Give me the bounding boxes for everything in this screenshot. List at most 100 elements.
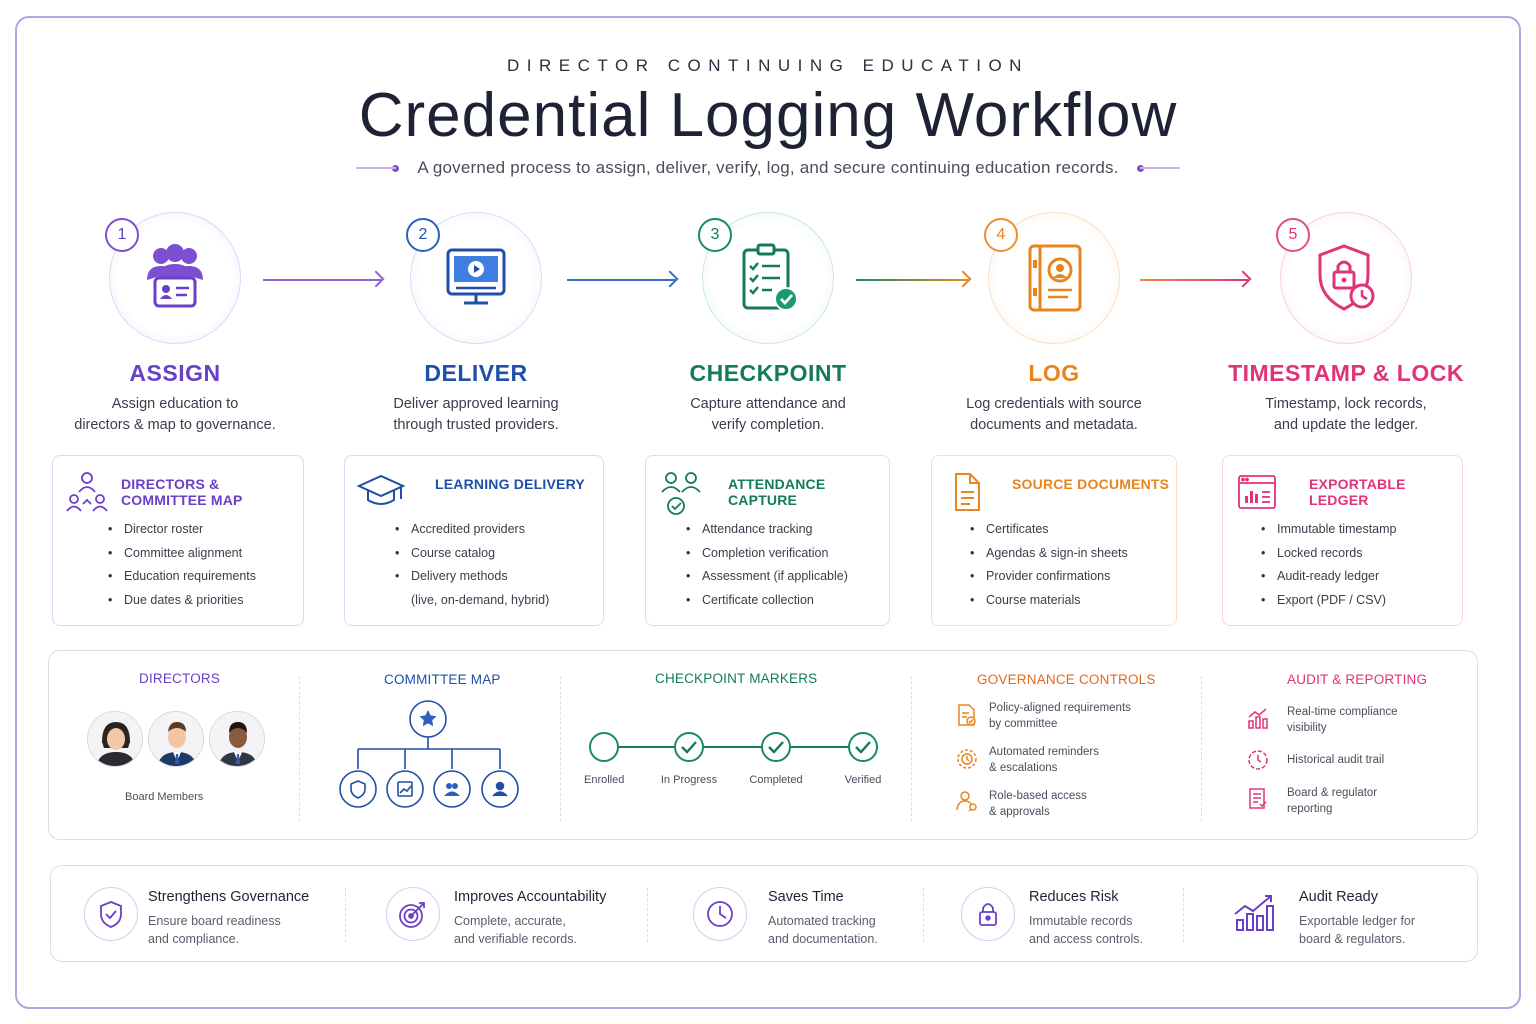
desc-line: Log credentials with source	[966, 396, 1142, 412]
step-title: ASSIGN	[129, 360, 221, 386]
list-item: Attendance tracking	[686, 518, 848, 542]
benefit-title: Saves Time	[768, 889, 844, 905]
desc-line: directors & map to governance.	[74, 417, 276, 433]
page-subtitle: A governed process to assign, deliver, v…	[417, 158, 1119, 177]
list-item: (live, on-demand, hybrid)	[411, 593, 550, 608]
benefit-title: Audit Ready	[1299, 889, 1378, 905]
desc-line: verify completion.	[711, 417, 825, 433]
list-item: Assessment (if applicable)	[686, 565, 848, 589]
section-divider	[1201, 676, 1202, 821]
desc-line: Assign education to	[111, 396, 239, 412]
benefit-description: Complete, accurate, and verifiable record…	[454, 912, 577, 948]
list-item: Immutable timestamp	[1261, 518, 1396, 542]
step-description: Timestamp, lock records, and update the l…	[1196, 394, 1496, 436]
card-title: EXPORTABLE LEDGER	[1309, 476, 1406, 508]
step-title: DELIVER	[424, 360, 528, 386]
card-list: Director roster Committee alignment Educ…	[108, 518, 256, 613]
step-number-badge: 5	[1276, 218, 1310, 252]
step-number-badge: 1	[105, 218, 139, 252]
attendance-people-check-icon	[658, 470, 702, 515]
desc-line: and access controls.	[1029, 932, 1143, 946]
list-item: Education requirements	[108, 565, 256, 589]
flow-arrow	[1140, 279, 1248, 281]
list-item: Committee alignment	[108, 542, 256, 566]
item-line: Role-based access	[989, 790, 1087, 802]
list-item: Certificates	[970, 518, 1128, 542]
checkpoint-label: Verified	[844, 774, 882, 786]
details-panel: DIRECTORS Board Members COMMITTEE MAP CH…	[48, 650, 1478, 840]
desc-line: Deliver approved learning	[393, 396, 559, 412]
card-source-documents: SOURCE DOCUMENTS Certificates Agendas & …	[931, 455, 1177, 626]
step-icon-ring	[988, 212, 1120, 344]
desc-line: and update the ledger.	[1273, 417, 1419, 433]
list-item: Delivery methods	[395, 565, 549, 589]
desc-line: Exportable ledger for	[1299, 914, 1416, 928]
step-description: Log credentials with source documents and…	[904, 394, 1204, 436]
clock-icon	[693, 887, 747, 941]
item-line: visibility	[1287, 722, 1327, 734]
item-line: Automated reminders	[989, 746, 1099, 758]
benefit-title: Reduces Risk	[1029, 889, 1119, 905]
desc-line: documents and metadata.	[970, 417, 1138, 433]
policy-document-icon	[958, 704, 976, 726]
eyebrow-heading: DIRECTOR CONTINUING EDUCATION	[507, 56, 1029, 75]
list-item: Director roster	[108, 518, 256, 542]
step-title: CHECKPOINT	[689, 360, 847, 386]
desc-line: and documentation.	[768, 932, 878, 946]
item-line: Historical audit trail	[1287, 754, 1385, 766]
desc-line: Automated tracking	[768, 914, 876, 928]
audit-item: Real-time compliance visibility	[1287, 704, 1398, 736]
director-avatar	[87, 711, 143, 767]
list-item: Provider confirmations	[970, 565, 1128, 589]
item-line: Board & regulator	[1287, 787, 1378, 799]
governance-item: Automated reminders & escalations	[989, 744, 1099, 776]
flow-arrow	[567, 279, 675, 281]
benefits-panel: Strengthens Governance Ensure board read…	[50, 865, 1478, 962]
section-title-directors: DIRECTORS	[139, 671, 221, 686]
benefit-divider	[345, 888, 346, 942]
item-line: & escalations	[989, 762, 1058, 774]
item-line: Real-time compliance	[1287, 706, 1398, 718]
user-key-icon	[956, 791, 977, 812]
graduation-cap-icon	[356, 470, 406, 510]
desc-line: and verifiable records.	[454, 932, 577, 946]
bar-chart-icon	[1248, 708, 1268, 729]
document-icon	[944, 470, 988, 511]
list-item: Course materials	[970, 589, 1128, 613]
checkpoint-label: Enrolled	[584, 774, 625, 786]
card-list: Certificates Agendas & sign-in sheets Pr…	[970, 518, 1128, 613]
reminder-gear-icon	[957, 749, 977, 769]
growth-chart-icon	[1231, 888, 1279, 941]
step-title: LOG	[1028, 360, 1080, 386]
item-line: Policy-aligned requirements	[989, 702, 1131, 714]
card-directors-committee-map: DIRECTORS & COMMITTEE MAP Director roste…	[52, 455, 304, 626]
team-id-card-icon	[117, 220, 233, 336]
id-binder-icon	[996, 220, 1112, 336]
checkpoint-timeline	[589, 732, 878, 762]
list-item: Audit-ready ledger	[1261, 565, 1396, 589]
director-avatar	[148, 711, 204, 767]
desc-line: Timestamp, lock records,	[1265, 396, 1427, 412]
list-item: Locked records	[1261, 542, 1396, 566]
desc-line: Complete, accurate,	[454, 914, 566, 928]
section-title-governance: GOVERNANCE CONTROLS	[977, 672, 1156, 687]
audit-item: Historical audit trail	[1287, 752, 1384, 768]
target-arrow-icon	[386, 887, 440, 941]
report-document-icon	[1249, 788, 1267, 809]
history-clock-icon	[1248, 750, 1268, 770]
card-title: SOURCE DOCUMENTS	[1012, 476, 1170, 492]
list-item: Certificate collection	[686, 589, 848, 613]
director-avatar	[209, 711, 265, 767]
checkpoint-label: Completed	[749, 774, 803, 786]
step-number-badge: 3	[698, 218, 732, 252]
section-divider	[560, 676, 561, 821]
card-exportable-ledger: EXPORTABLE LEDGER Immutable timestamp Lo…	[1222, 455, 1463, 626]
card-attendance-capture: ATTENDANCE CAPTURE Attendance tracking C…	[645, 455, 890, 626]
desc-line: and compliance.	[148, 932, 240, 946]
committee-org-chart	[339, 700, 519, 808]
